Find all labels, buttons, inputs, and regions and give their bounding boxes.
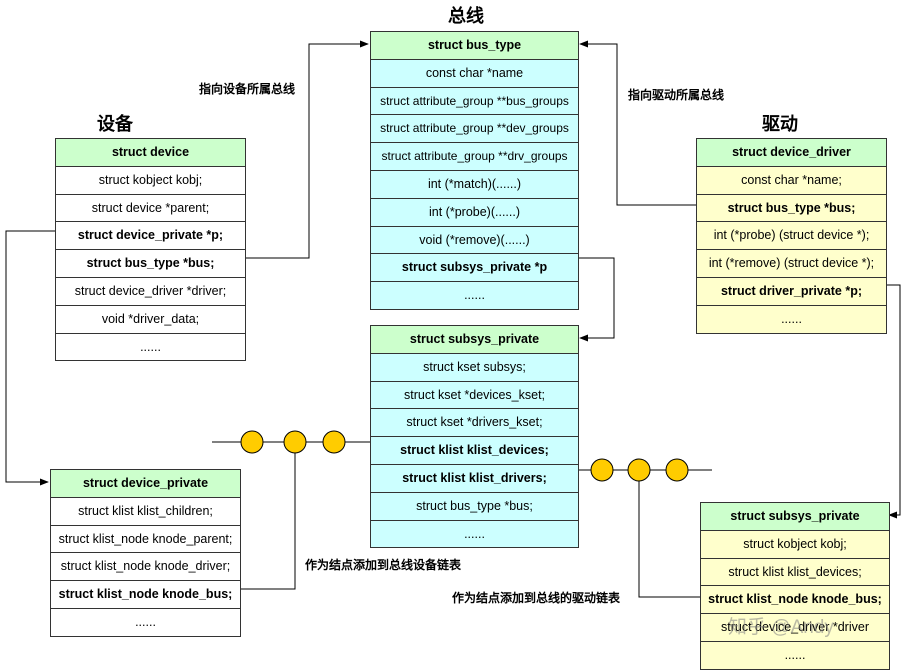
bus-p-arrow <box>578 257 615 342</box>
driver-list-node <box>590 458 614 482</box>
add-driver-list-note: 作为结点添加到总线的驱动链表 <box>452 591 621 605</box>
subsys-private-field: struct klist klist_devices; <box>371 437 578 465</box>
device-field: struct kobject kobj; <box>56 166 245 195</box>
device-struct: struct device struct kobject kobj; struc… <box>55 138 246 362</box>
add-device-list-note: 作为结点添加到总线设备链表 <box>305 558 462 572</box>
device-field: struct device *parent; <box>56 194 245 223</box>
device-list-node <box>283 430 307 454</box>
device-field: void *driver_data; <box>56 305 245 334</box>
subsys-private-field: struct klist klist_drivers; <box>371 464 578 493</box>
driver-to-bus-note: 指向驱动所属总线 <box>628 88 725 102</box>
driver-bus-arrow <box>579 40 696 206</box>
device-driver-field: int (*remove) (struct device *); <box>697 250 886 278</box>
bus-type-struct: struct bus_type const char *name struct … <box>370 31 579 310</box>
driver-list-node <box>627 458 651 482</box>
subsys-private-field: struct kset *devices_kset; <box>371 381 578 410</box>
device-private-field: struct klist_node knode_driver; <box>51 553 240 582</box>
bus-type-field: const char *name <box>371 59 578 88</box>
subsys-private-field: struct kset subsys; <box>371 353 578 382</box>
driver-private-field: struct klist_node knode_bus; <box>701 586 889 615</box>
device-p-arrow <box>5 230 55 486</box>
driver-private-struct: struct subsys_private struct kobject kob… <box>700 502 890 670</box>
driver-private-field: struct kobject kobj; <box>701 530 889 559</box>
bus-type-field: struct subsys_private *p <box>371 254 578 283</box>
device-private-struct: struct device_private struct klist klist… <box>50 469 241 637</box>
device-private-field: struct klist_node knode_bus; <box>51 581 240 609</box>
driver-list-node <box>665 458 689 482</box>
driver-private-field: ...... <box>701 641 889 669</box>
bus-type-field: struct attribute_group **dev_groups <box>371 115 578 144</box>
driver-p-arrow <box>886 284 901 519</box>
device-private-field: ...... <box>51 608 240 636</box>
bus-type-field: ...... <box>371 282 578 309</box>
device-field: ...... <box>56 333 245 361</box>
bus-type-field: struct attribute_group **bus_groups <box>371 87 578 116</box>
watermark-text: 知乎 @Andy <box>728 617 834 638</box>
device-list-node <box>322 430 346 454</box>
device-driver-field: struct driver_private *p; <box>697 277 886 306</box>
device-private-header: struct device_private <box>51 470 240 498</box>
device-driver-field: const char *name; <box>697 166 886 195</box>
device-field: struct device_private *p; <box>56 222 245 251</box>
subsys-private-field: struct bus_type *bus; <box>371 492 578 521</box>
knode-bus-device-link <box>241 442 296 590</box>
knode-bus-driver-link <box>638 470 700 598</box>
bus-type-field: int (*probe)(......) <box>371 198 578 227</box>
device-driver-field: ...... <box>697 305 886 333</box>
subsys-private-field: struct kset *drivers_kset; <box>371 409 578 438</box>
driver-private-header: struct subsys_private <box>701 503 889 531</box>
bus-type-field: struct attribute_group **drv_groups <box>371 143 578 171</box>
bus-title: 总线 <box>448 6 484 26</box>
device-bus-arrow <box>245 40 369 259</box>
device-field: struct device_driver *driver; <box>56 277 245 306</box>
device-to-bus-note: 指向设备所属总线 <box>199 82 296 96</box>
driver-private-field: struct klist klist_devices; <box>701 558 889 587</box>
subsys-private-header: struct subsys_private <box>371 326 578 354</box>
device-driver-header: struct device_driver <box>697 139 886 167</box>
device-driver-field: int (*probe) (struct device *); <box>697 222 886 251</box>
device-private-field: struct klist_node knode_parent; <box>51 525 240 554</box>
bus-type-field: void (*remove)(......) <box>371 226 578 255</box>
subsys-private-struct: struct subsys_private struct kset subsys… <box>370 325 579 549</box>
bus-type-field: int (*match)(......) <box>371 170 578 199</box>
bus-type-header: struct bus_type <box>371 32 578 60</box>
device-driver-field: struct bus_type *bus; <box>697 194 886 223</box>
driver-private-field: struct device_driver *driver <box>701 614 889 642</box>
driver-title: 驱动 <box>762 114 798 134</box>
device-driver-struct: struct device_driver const char *name; s… <box>696 138 887 334</box>
device-field: struct bus_type *bus; <box>56 250 245 278</box>
device-header: struct device <box>56 139 245 167</box>
device-title: 设备 <box>97 114 133 134</box>
subsys-private-field: ...... <box>371 520 578 548</box>
device-private-field: struct klist klist_children; <box>51 497 240 526</box>
device-list-node <box>240 430 264 454</box>
